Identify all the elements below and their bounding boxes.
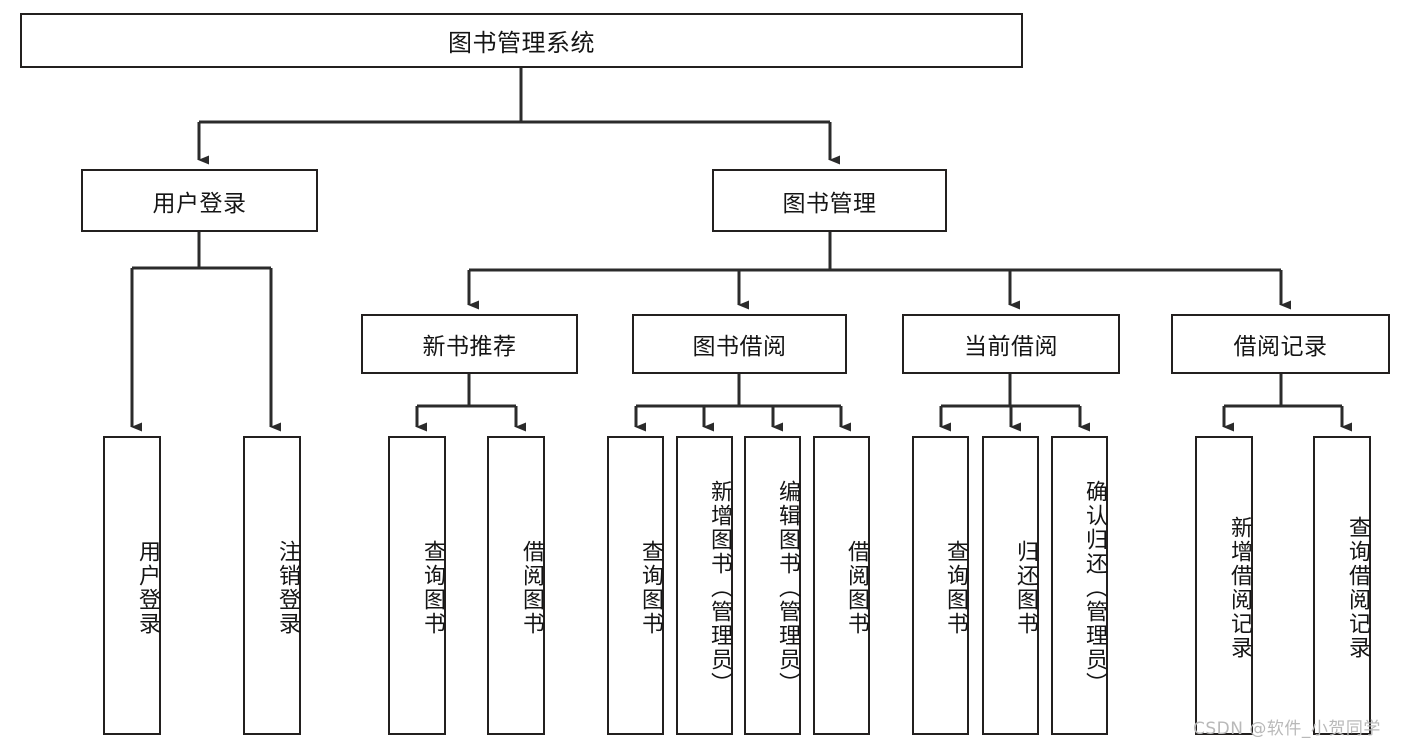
leaf-edit-book-admin[interactable]: 编辑图书（管理员） — [744, 436, 801, 735]
leaf-logout-label: 注销登录 — [275, 539, 300, 636]
leaf-add-borrow-record-label: 新增借阅记录 — [1227, 515, 1252, 660]
leaf-add-borrow-record[interactable]: 新增借阅记录 — [1195, 436, 1253, 735]
node-new-book-recommendation-label: 新书推荐 — [422, 334, 517, 360]
node-book-management[interactable]: 图书管理 — [712, 169, 947, 232]
leaf-add-book-admin[interactable]: 新增图书（管理员） — [676, 436, 733, 735]
node-borrow-record[interactable]: 借阅记录 — [1171, 314, 1390, 374]
leaf-borrow-book-bb[interactable]: 借阅图书 — [813, 436, 870, 735]
node-user-login[interactable]: 用户登录 — [81, 169, 318, 232]
leaf-borrow-book-bb-label: 借阅图书 — [844, 539, 869, 636]
leaf-confirm-return-admin[interactable]: 确认归还（管理员） — [1051, 436, 1108, 735]
leaf-query-book-nbr-label: 查询图书 — [420, 539, 445, 636]
node-root-label: 图书管理系统 — [448, 29, 595, 57]
leaf-query-borrow-record-label: 查询借阅记录 — [1345, 515, 1370, 660]
leaf-borrow-book-nbr[interactable]: 借阅图书 — [487, 436, 545, 735]
leaf-query-book-nbr[interactable]: 查询图书 — [388, 436, 446, 735]
leaf-add-book-admin-label: 新增图书（管理员） — [707, 479, 732, 696]
leaf-query-book-cb-label: 查询图书 — [943, 539, 968, 636]
node-root[interactable]: 图书管理系统 — [20, 13, 1023, 68]
node-new-book-recommendation[interactable]: 新书推荐 — [361, 314, 578, 374]
node-book-borrow-label: 图书借阅 — [692, 334, 787, 360]
leaf-return-book[interactable]: 归还图书 — [982, 436, 1039, 735]
leaf-borrow-book-nbr-label: 借阅图书 — [519, 539, 544, 636]
node-current-borrow-label: 当前借阅 — [964, 334, 1058, 360]
node-book-borrow[interactable]: 图书借阅 — [632, 314, 847, 374]
node-user-login-label: 用户登录 — [152, 190, 247, 217]
leaf-query-borrow-record[interactable]: 查询借阅记录 — [1313, 436, 1371, 735]
leaf-logout[interactable]: 注销登录 — [243, 436, 301, 735]
leaf-query-book-bb[interactable]: 查询图书 — [607, 436, 664, 735]
node-book-management-label: 图书管理 — [782, 190, 877, 217]
leaf-query-book-cb[interactable]: 查询图书 — [912, 436, 969, 735]
leaf-confirm-return-admin-label: 确认归还（管理员） — [1082, 479, 1107, 696]
node-borrow-record-label: 借阅记录 — [1233, 334, 1328, 360]
node-current-borrow[interactable]: 当前借阅 — [902, 314, 1120, 374]
leaf-edit-book-admin-label: 编辑图书（管理员） — [775, 479, 800, 696]
leaf-user-login-label: 用户登录 — [135, 539, 160, 636]
leaf-query-book-bb-label: 查询图书 — [638, 539, 663, 636]
leaf-return-book-label: 归还图书 — [1013, 539, 1038, 636]
leaf-user-login[interactable]: 用户登录 — [103, 436, 161, 735]
